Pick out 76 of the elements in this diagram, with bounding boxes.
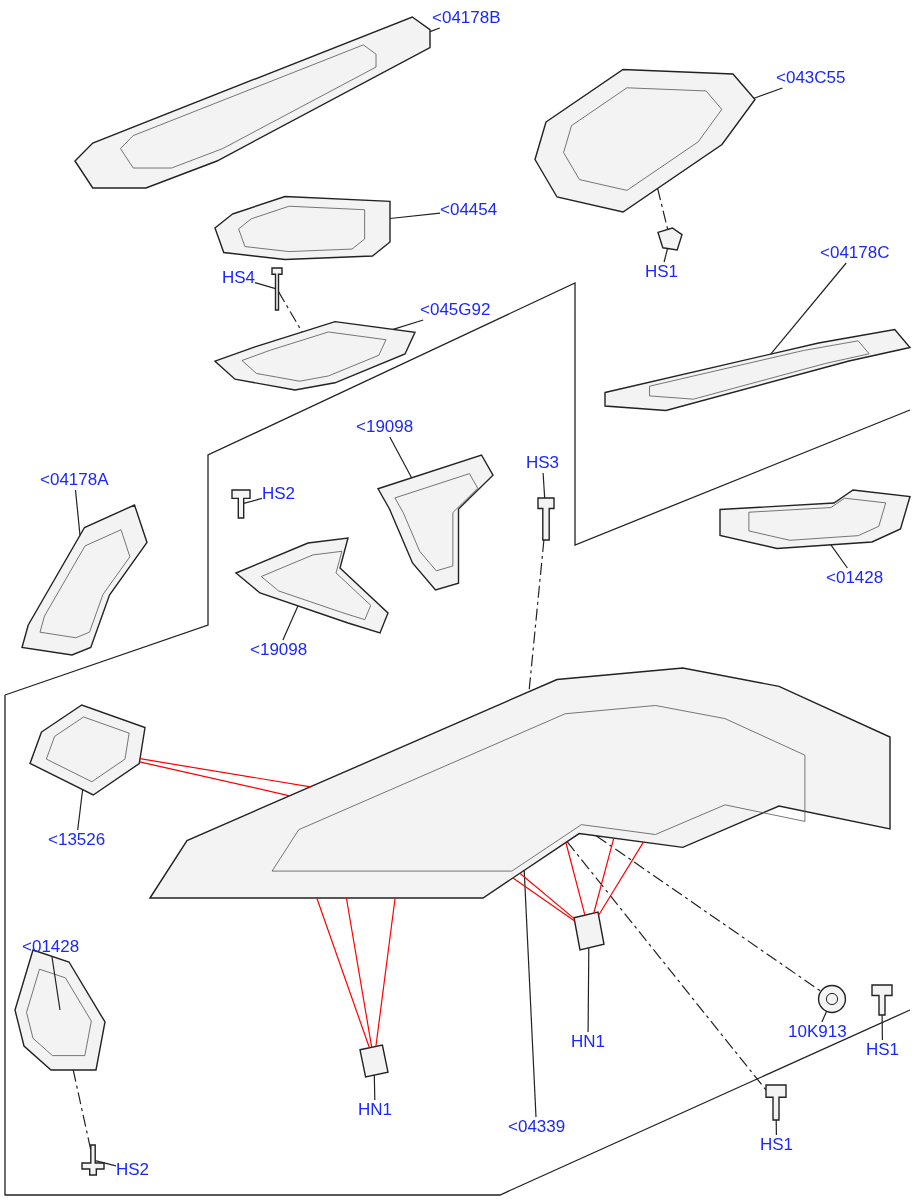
leader-line: [770, 262, 847, 355]
leader-line: [389, 212, 441, 220]
position-line: [138, 761, 291, 797]
screw-drawing: [872, 985, 892, 1015]
leader-line: [881, 1014, 883, 1041]
leader-line: [282, 605, 299, 641]
screw-drawing: [272, 268, 282, 310]
leader-line: [775, 1119, 777, 1136]
bracket-drawing: [215, 318, 415, 390]
screw-drawing: [766, 1085, 786, 1120]
callout-label: <19098: [356, 417, 414, 437]
position-line: [593, 837, 615, 914]
position-line: [139, 758, 312, 788]
callout-label: <19098: [250, 640, 308, 660]
callout-label: HS2: [262, 484, 296, 504]
callout-label: <045G92: [420, 300, 491, 320]
assembly-line: [72, 1069, 92, 1151]
leader-line: [542, 472, 546, 499]
leader-line: [94, 1160, 117, 1167]
callout-label: <04339: [508, 1117, 566, 1137]
leader-line: [389, 436, 413, 479]
leader-line: [523, 869, 537, 1118]
callout-label: <043C55: [776, 68, 846, 88]
callout-label: HN1: [571, 1032, 605, 1052]
leader-line: [254, 282, 277, 290]
callout-label: HS1: [760, 1135, 794, 1155]
callout-label: <04178C: [820, 243, 890, 263]
assembly-line: [657, 187, 669, 230]
callout-label: <04454: [440, 200, 498, 220]
position-line: [512, 877, 576, 922]
assembly-line: [595, 835, 822, 993]
callout-label: <01428: [826, 568, 884, 588]
pad-drawing: [30, 705, 145, 795]
leader-line: [429, 27, 441, 33]
grommet-drawing: [818, 985, 846, 1013]
screw-drawing: [82, 1145, 104, 1175]
callout-label: <01428: [22, 937, 80, 957]
position-line: [316, 897, 370, 1049]
callout-label: HS1: [866, 1040, 900, 1060]
leader-line: [830, 544, 848, 569]
callout-label: HS4: [222, 268, 256, 288]
leader-line: [821, 1010, 828, 1023]
dashboard-drawing: [150, 668, 890, 898]
leader-line: [74, 489, 81, 536]
position-line: [375, 897, 396, 1047]
leader-line: [753, 87, 783, 99]
leader-line: [51, 956, 61, 1011]
screw-drawing: [232, 490, 250, 518]
callout-label: HS2: [116, 1160, 150, 1180]
clip-drawing: [658, 228, 682, 250]
callout-label: HS1: [645, 262, 679, 282]
callout-label: <04178B: [432, 8, 501, 28]
clip-drawing: [574, 912, 604, 950]
position-line: [598, 841, 644, 916]
lid-drawing: [215, 193, 390, 263]
assembly-line: [277, 291, 303, 333]
leader-line: [663, 247, 669, 263]
callout-label: <13526: [48, 830, 106, 850]
leader-line: [243, 497, 263, 504]
screw-drawing: [538, 498, 554, 540]
air-duct-drawing: [378, 455, 493, 590]
callout-label: 10K913: [788, 1022, 847, 1042]
position-line: [519, 872, 575, 920]
leader-line: [77, 789, 84, 831]
callout-label: HS3: [526, 453, 560, 473]
position-line: [345, 897, 373, 1048]
leader-line: [373, 1074, 376, 1101]
callout-label: <04178A: [40, 470, 109, 490]
callout-label: HN1: [358, 1100, 392, 1120]
position-line: [565, 841, 586, 916]
assembly-line: [566, 841, 767, 1091]
leader-line: [392, 319, 424, 330]
air-duct-drawing: [15, 950, 105, 1070]
clip-drawing: [360, 1045, 388, 1077]
leader-line: [587, 947, 590, 1033]
trim-panel-drawing: [22, 505, 147, 655]
